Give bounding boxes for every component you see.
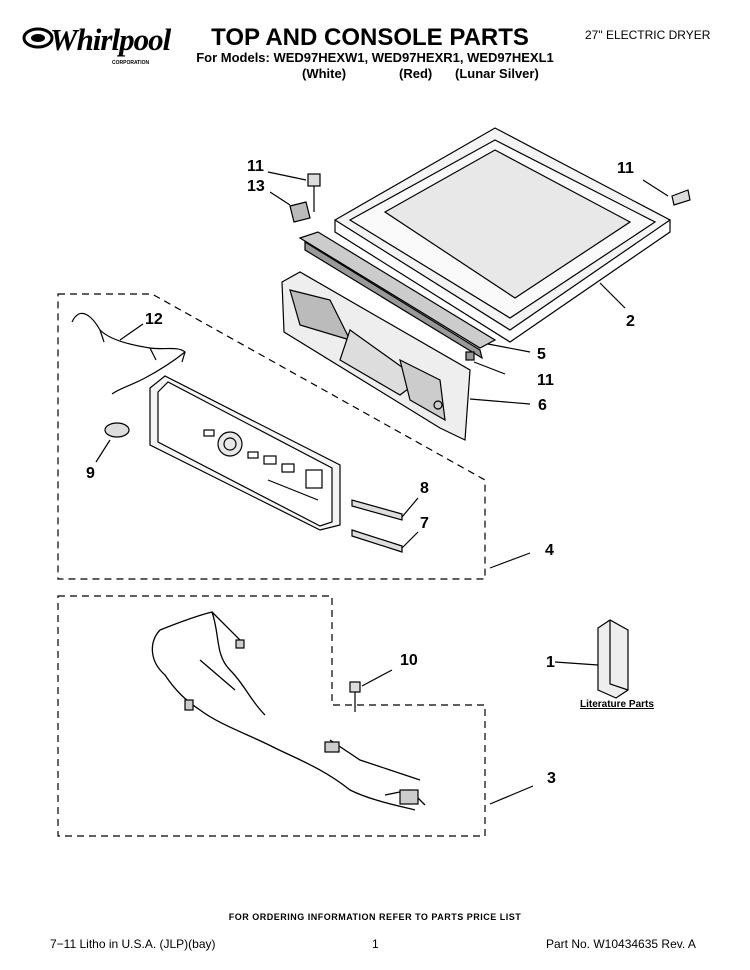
logo-subtext: CORPORATION	[112, 60, 150, 66]
callout-13: 13	[247, 178, 265, 195]
callout-2: 2	[626, 313, 635, 330]
callout-1: 1	[546, 654, 555, 671]
top-panel	[333, 127, 672, 343]
color-white: (White)	[302, 66, 347, 81]
callout-12: 12	[145, 311, 163, 328]
callout-10: 10	[400, 652, 418, 669]
page-title: TOP AND CONSOLE PARTS	[211, 24, 529, 51]
callout-3: 3	[547, 770, 556, 787]
callout-11-top-right: 11	[617, 160, 634, 177]
knob-part	[104, 422, 130, 438]
console-bracket	[298, 231, 497, 360]
callout-11-top-left: 11	[247, 158, 264, 175]
callout-7: 7	[420, 515, 429, 532]
screw-top-right	[642, 179, 691, 206]
console-group-box	[57, 293, 486, 580]
callout-8: 8	[420, 480, 429, 497]
callout-5: 5	[537, 346, 546, 363]
main-wire-harness	[151, 611, 426, 811]
wire-harness-console	[71, 312, 186, 395]
ribbon-cable-8	[351, 497, 419, 521]
logo-wordmark: Whirlpool	[50, 22, 171, 57]
callout-4: 4	[545, 542, 554, 559]
product-type: 27" ELECTRIC DRYER	[585, 28, 711, 42]
screw-and-clip-top-left	[267, 171, 321, 223]
color-lunar-silver: (Lunar Silver)	[455, 66, 539, 81]
litho-info: 7−11 Litho in U.S.A. (JLP)(bay)	[50, 937, 216, 951]
page-number: 1	[372, 937, 379, 951]
literature-booklet	[554, 619, 629, 699]
callout-11-console: 11	[537, 372, 554, 389]
literature-parts-label: Literature Parts	[580, 699, 654, 710]
part-number: Part No. W10434635 Rev. A	[546, 937, 696, 951]
screw-console	[465, 351, 475, 361]
ordering-note: FOR ORDERING INFORMATION REFER TO PARTS …	[228, 912, 522, 922]
callout-6: 6	[538, 397, 547, 414]
console-back-panel	[281, 271, 471, 441]
screw-harness	[349, 669, 393, 712]
ribbon-cable-7	[351, 529, 419, 553]
harness-group-box	[57, 595, 486, 837]
model-list: For Models: WED97HEXW1, WED97HEXR1, WED9…	[196, 50, 554, 65]
logo-swirl-icon	[22, 27, 54, 49]
console-front-panel	[149, 375, 341, 531]
color-red: (Red)	[399, 66, 433, 81]
whirlpool-logo: Whirlpool CORPORATION	[20, 18, 171, 70]
callout-9: 9	[86, 465, 95, 482]
